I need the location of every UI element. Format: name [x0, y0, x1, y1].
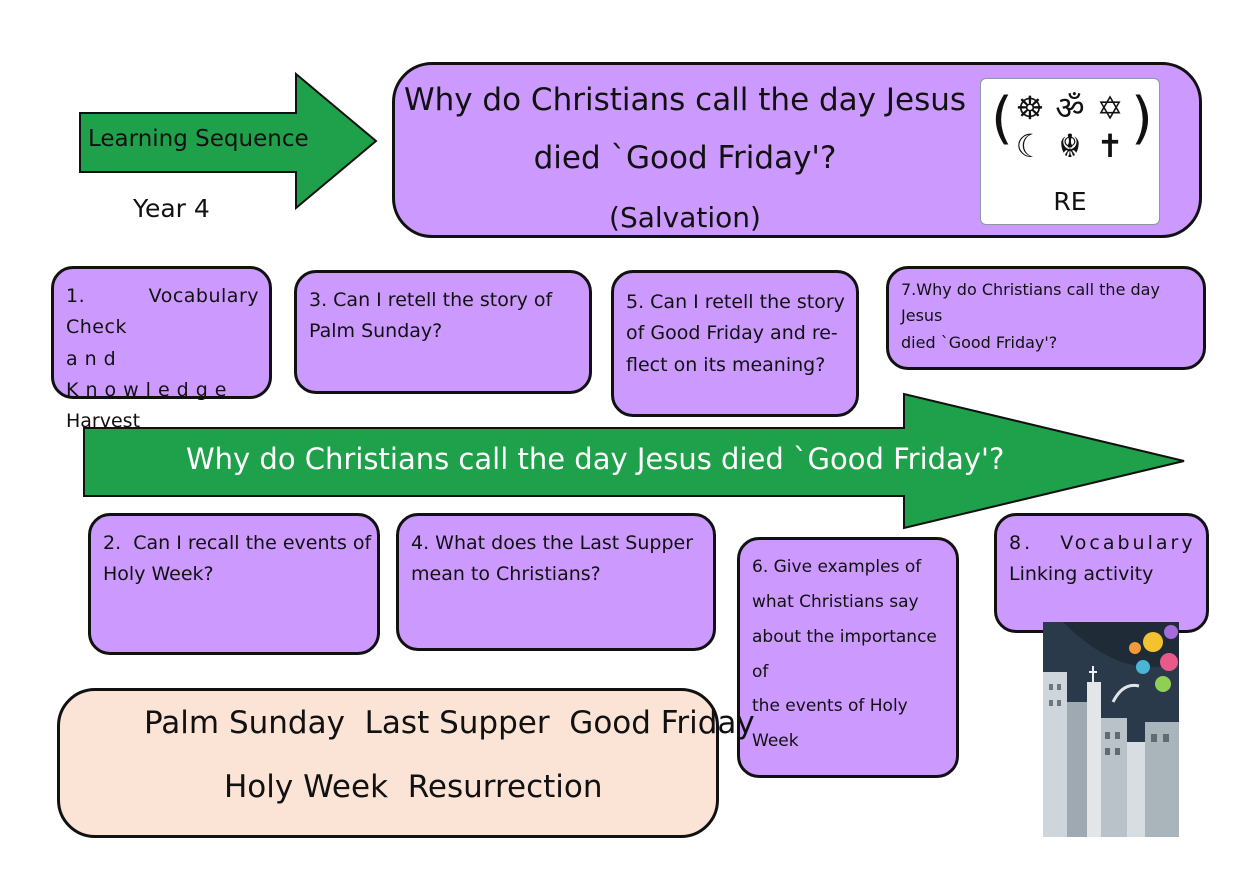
step-4-line2: mean to Christians?	[411, 563, 601, 586]
key-vocabulary-box: Palm Sunday Last Supper Good Friday Holy…	[57, 688, 755, 838]
learning-sequence-label: Learning Sequence	[88, 126, 309, 152]
step-5-line2: of Good Friday and re-	[626, 322, 838, 345]
step-3-box: 3. Can I retell the story of Palm Sunday…	[294, 270, 592, 394]
step-5-line1: 5. Can I retell the story	[626, 291, 845, 313]
step-6-line2: what Christians say	[752, 591, 919, 612]
right-bracket: )	[1131, 86, 1153, 151]
vocab-line1: Palm Sunday Last Supper Good Friday	[144, 705, 755, 741]
crescent-icon: ☾	[1015, 127, 1045, 165]
step-3-line2: Palm Sunday?	[309, 320, 443, 343]
step-7-box: 7.Why do Christians call the day Jesus d…	[886, 266, 1206, 370]
step-6-box: 6. Give examples of what Christians say …	[737, 537, 959, 778]
step-5-box: 5. Can I retell the story of Good Friday…	[611, 270, 859, 417]
vocab-line2: Holy Week Resurrection	[224, 769, 603, 805]
step-7-line1: 7.Why do Christians call the day Jesus	[901, 280, 1160, 326]
step-8-box: 8. Vocabulary Linking activity	[994, 513, 1209, 633]
star-of-david-icon: ✡	[1096, 89, 1124, 127]
step-4-line1: 4. What does the Last Supper	[411, 532, 694, 554]
step-2-line2: Holy Week?	[103, 563, 214, 586]
step-5-line3: flect on its meaning?	[626, 353, 826, 376]
om-icon: ॐ	[1055, 89, 1085, 127]
step-2-box: 2. Can I recall the events of Holy Week?	[88, 513, 380, 655]
page-title-line1: Why do Christians call the day Jesus	[403, 82, 967, 118]
left-bracket: (	[991, 86, 1013, 151]
title-box: Why do Christians call the day Jesus die…	[392, 62, 1202, 238]
step-1-line2: and Knowledge	[66, 347, 234, 402]
learning-sequence-arrow	[79, 72, 378, 211]
khanda-icon: ☬	[1058, 127, 1082, 165]
cross-icon: ✝	[1096, 127, 1124, 165]
step-8-line2: Linking activity	[1009, 563, 1154, 586]
dharma-wheel-icon: ☸	[1015, 89, 1045, 127]
step-2-line1: 2. Can I recall the events of	[103, 532, 372, 554]
page-subtitle: (Salvation)	[609, 201, 761, 234]
step-6-line3: about the importance of	[752, 626, 937, 682]
step-7-line2: died `Good Friday'?	[901, 332, 1058, 352]
step-8-line1: 8. Vocabulary	[1009, 532, 1196, 554]
re-label: RE	[1053, 187, 1087, 216]
year-label: Year 4	[133, 194, 210, 223]
city-illustration	[1043, 622, 1179, 837]
step-6-line5: Week	[752, 731, 799, 752]
step-1-box: 1. Vocabulary Check and Knowledge Harves…	[51, 266, 272, 432]
step-4-box: 4. What does the Last Supper mean to Chr…	[396, 513, 716, 651]
step-3-line1: 3. Can I retell the story of	[309, 289, 553, 311]
step-6-line4: the events of Holy	[752, 696, 908, 717]
step-1-line3: Harvest	[66, 410, 141, 433]
re-logo-card: ( ) ☸ ॐ ✡ ☾ ☬ ✝ RE	[980, 78, 1160, 225]
step-1-line1: 1. Vocabulary Check	[66, 285, 259, 339]
page-title-line2: died `Good Friday'?	[533, 140, 837, 176]
timeline-arrow	[83, 392, 1185, 530]
timeline-label: Why do Christians call the day Jesus die…	[186, 442, 1005, 476]
step-6-line1: 6. Give examples of	[752, 557, 922, 577]
